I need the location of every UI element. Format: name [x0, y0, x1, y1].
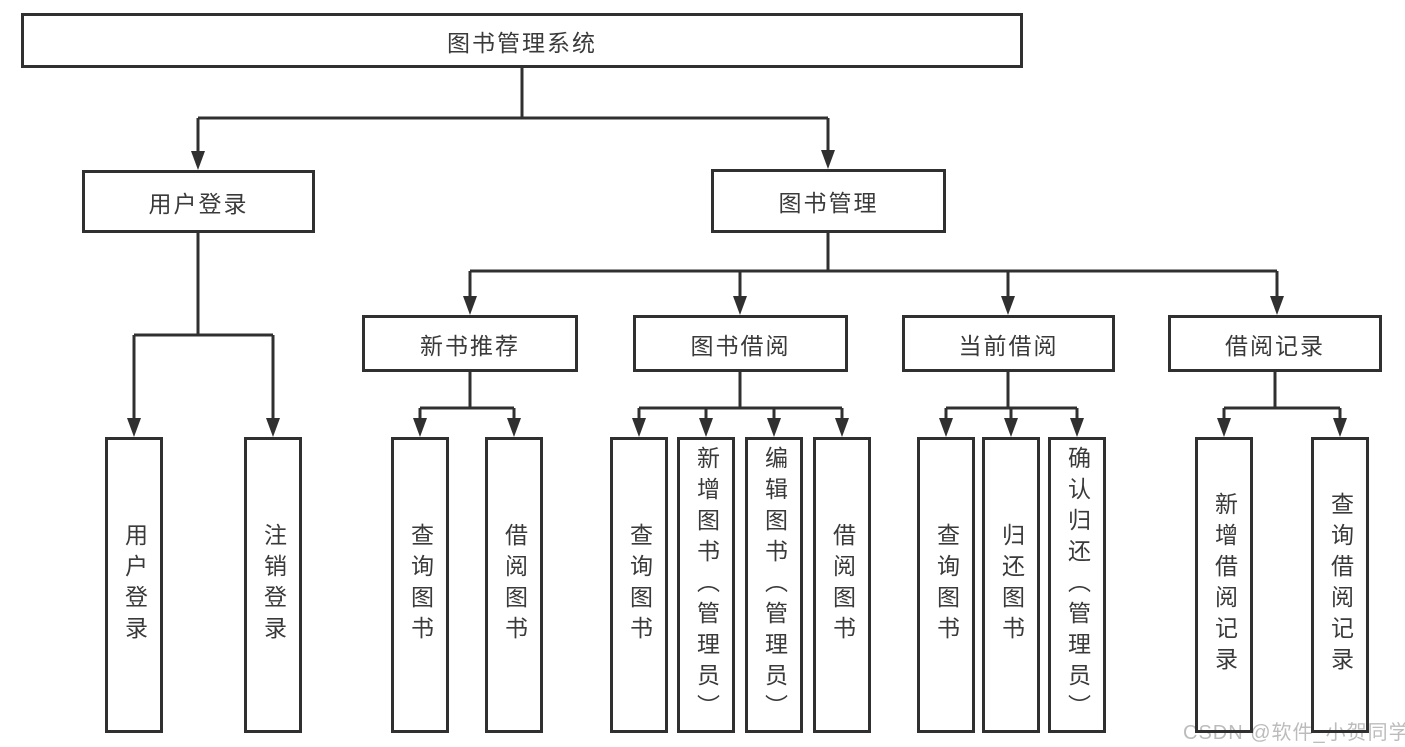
node-add-book-admin: 新增图书（管理员） — [677, 437, 735, 733]
node-query-borrow-record: 查询借阅记录 — [1311, 437, 1369, 733]
node-recommend-query-book: 查询图书 — [391, 437, 449, 733]
node-add-borrow-record: 新增借阅记录 — [1195, 437, 1253, 733]
arrowheads — [127, 150, 1347, 437]
csdn-watermark: CSDN @软件_小贺同学 — [1183, 722, 1405, 744]
node-current-borrow: 当前借阅 — [902, 315, 1115, 372]
node-book-management: 图书管理 — [711, 169, 946, 233]
node-user-login-action: 用户登录 — [105, 437, 163, 733]
node-borrow-book: 借阅图书 — [813, 437, 871, 733]
node-recommend-borrow-book: 借阅图书 — [485, 437, 543, 733]
node-current-query-book: 查询图书 — [917, 437, 975, 733]
node-borrow-query-book: 查询图书 — [610, 437, 668, 733]
node-edit-book-admin: 编辑图书（管理员） — [745, 437, 803, 733]
node-book-borrow: 图书借阅 — [633, 315, 848, 372]
node-logout: 注销登录 — [244, 437, 302, 733]
node-new-book-recommend: 新书推荐 — [362, 315, 578, 372]
node-library-system: 图书管理系统 — [21, 13, 1023, 68]
node-borrow-records: 借阅记录 — [1168, 315, 1382, 372]
node-return-book: 归还图书 — [982, 437, 1040, 733]
node-confirm-return-admin: 确认归还（管理员） — [1048, 437, 1106, 733]
node-user-login: 用户登录 — [82, 170, 315, 233]
